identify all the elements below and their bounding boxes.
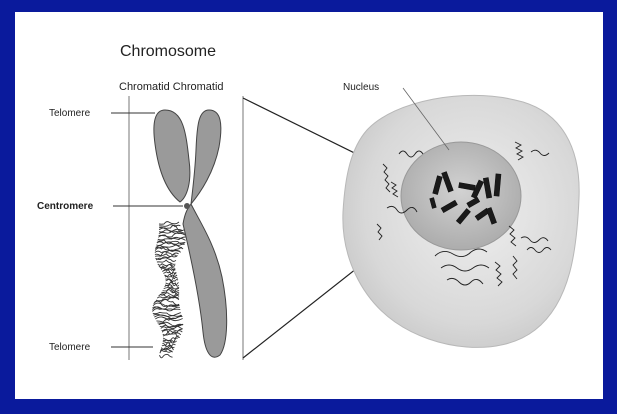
- dna-strand: [159, 225, 180, 227]
- right-chromatid: [183, 110, 227, 357]
- centromere-point: [184, 203, 190, 209]
- chromatid-label: Chromatid Chromatid: [119, 81, 224, 93]
- dna-strand: [160, 354, 173, 358]
- uncoiled-dna: [152, 222, 185, 358]
- dna-strand: [155, 250, 180, 252]
- left-chromatid-arm: [154, 110, 190, 202]
- dna-strand: [163, 334, 180, 338]
- dna-strand: [163, 272, 176, 274]
- telomere-bottom-label: Telomere: [49, 342, 91, 353]
- dna-strand: [154, 301, 179, 306]
- telomere-top-label: Telomere: [49, 108, 91, 119]
- chromosome-diagram: Chromosome Chromatid Chromatid Telomere …: [15, 12, 603, 399]
- dna-strand: [152, 309, 180, 312]
- nucleus: [401, 142, 521, 250]
- dna-strand: [156, 319, 182, 323]
- diagram-title: Chromosome: [120, 43, 216, 60]
- centromere-label: Centromere: [37, 201, 94, 212]
- nucleus-label: Nucleus: [343, 82, 379, 93]
- dna-strand: [159, 222, 179, 225]
- diagram-panel: Chromosome Chromatid Chromatid Telomere …: [15, 12, 603, 399]
